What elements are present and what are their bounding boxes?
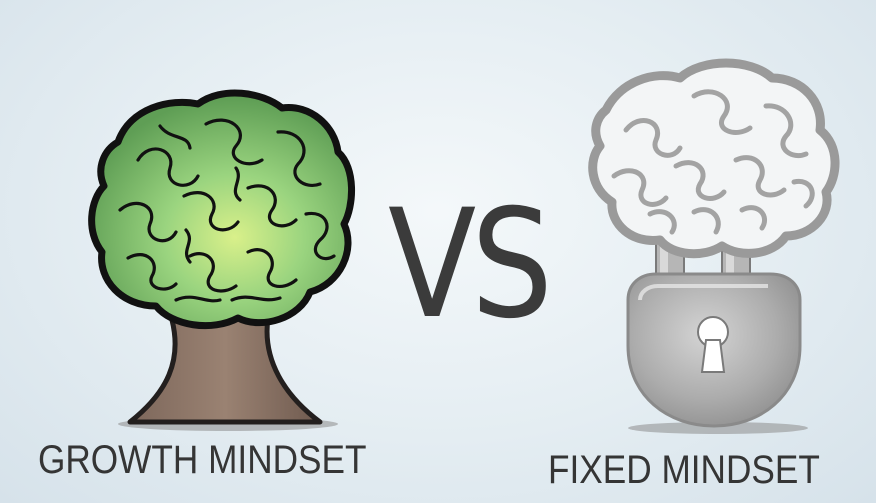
fixed-mindset-caption: FIXED MINDSET: [548, 448, 820, 492]
tree-brain-icon: [88, 89, 355, 431]
versus-label: VS: [388, 178, 553, 352]
growth-mindset-caption: GROWTH MINDSET: [38, 438, 367, 482]
padlock-brain-icon: [588, 58, 840, 434]
